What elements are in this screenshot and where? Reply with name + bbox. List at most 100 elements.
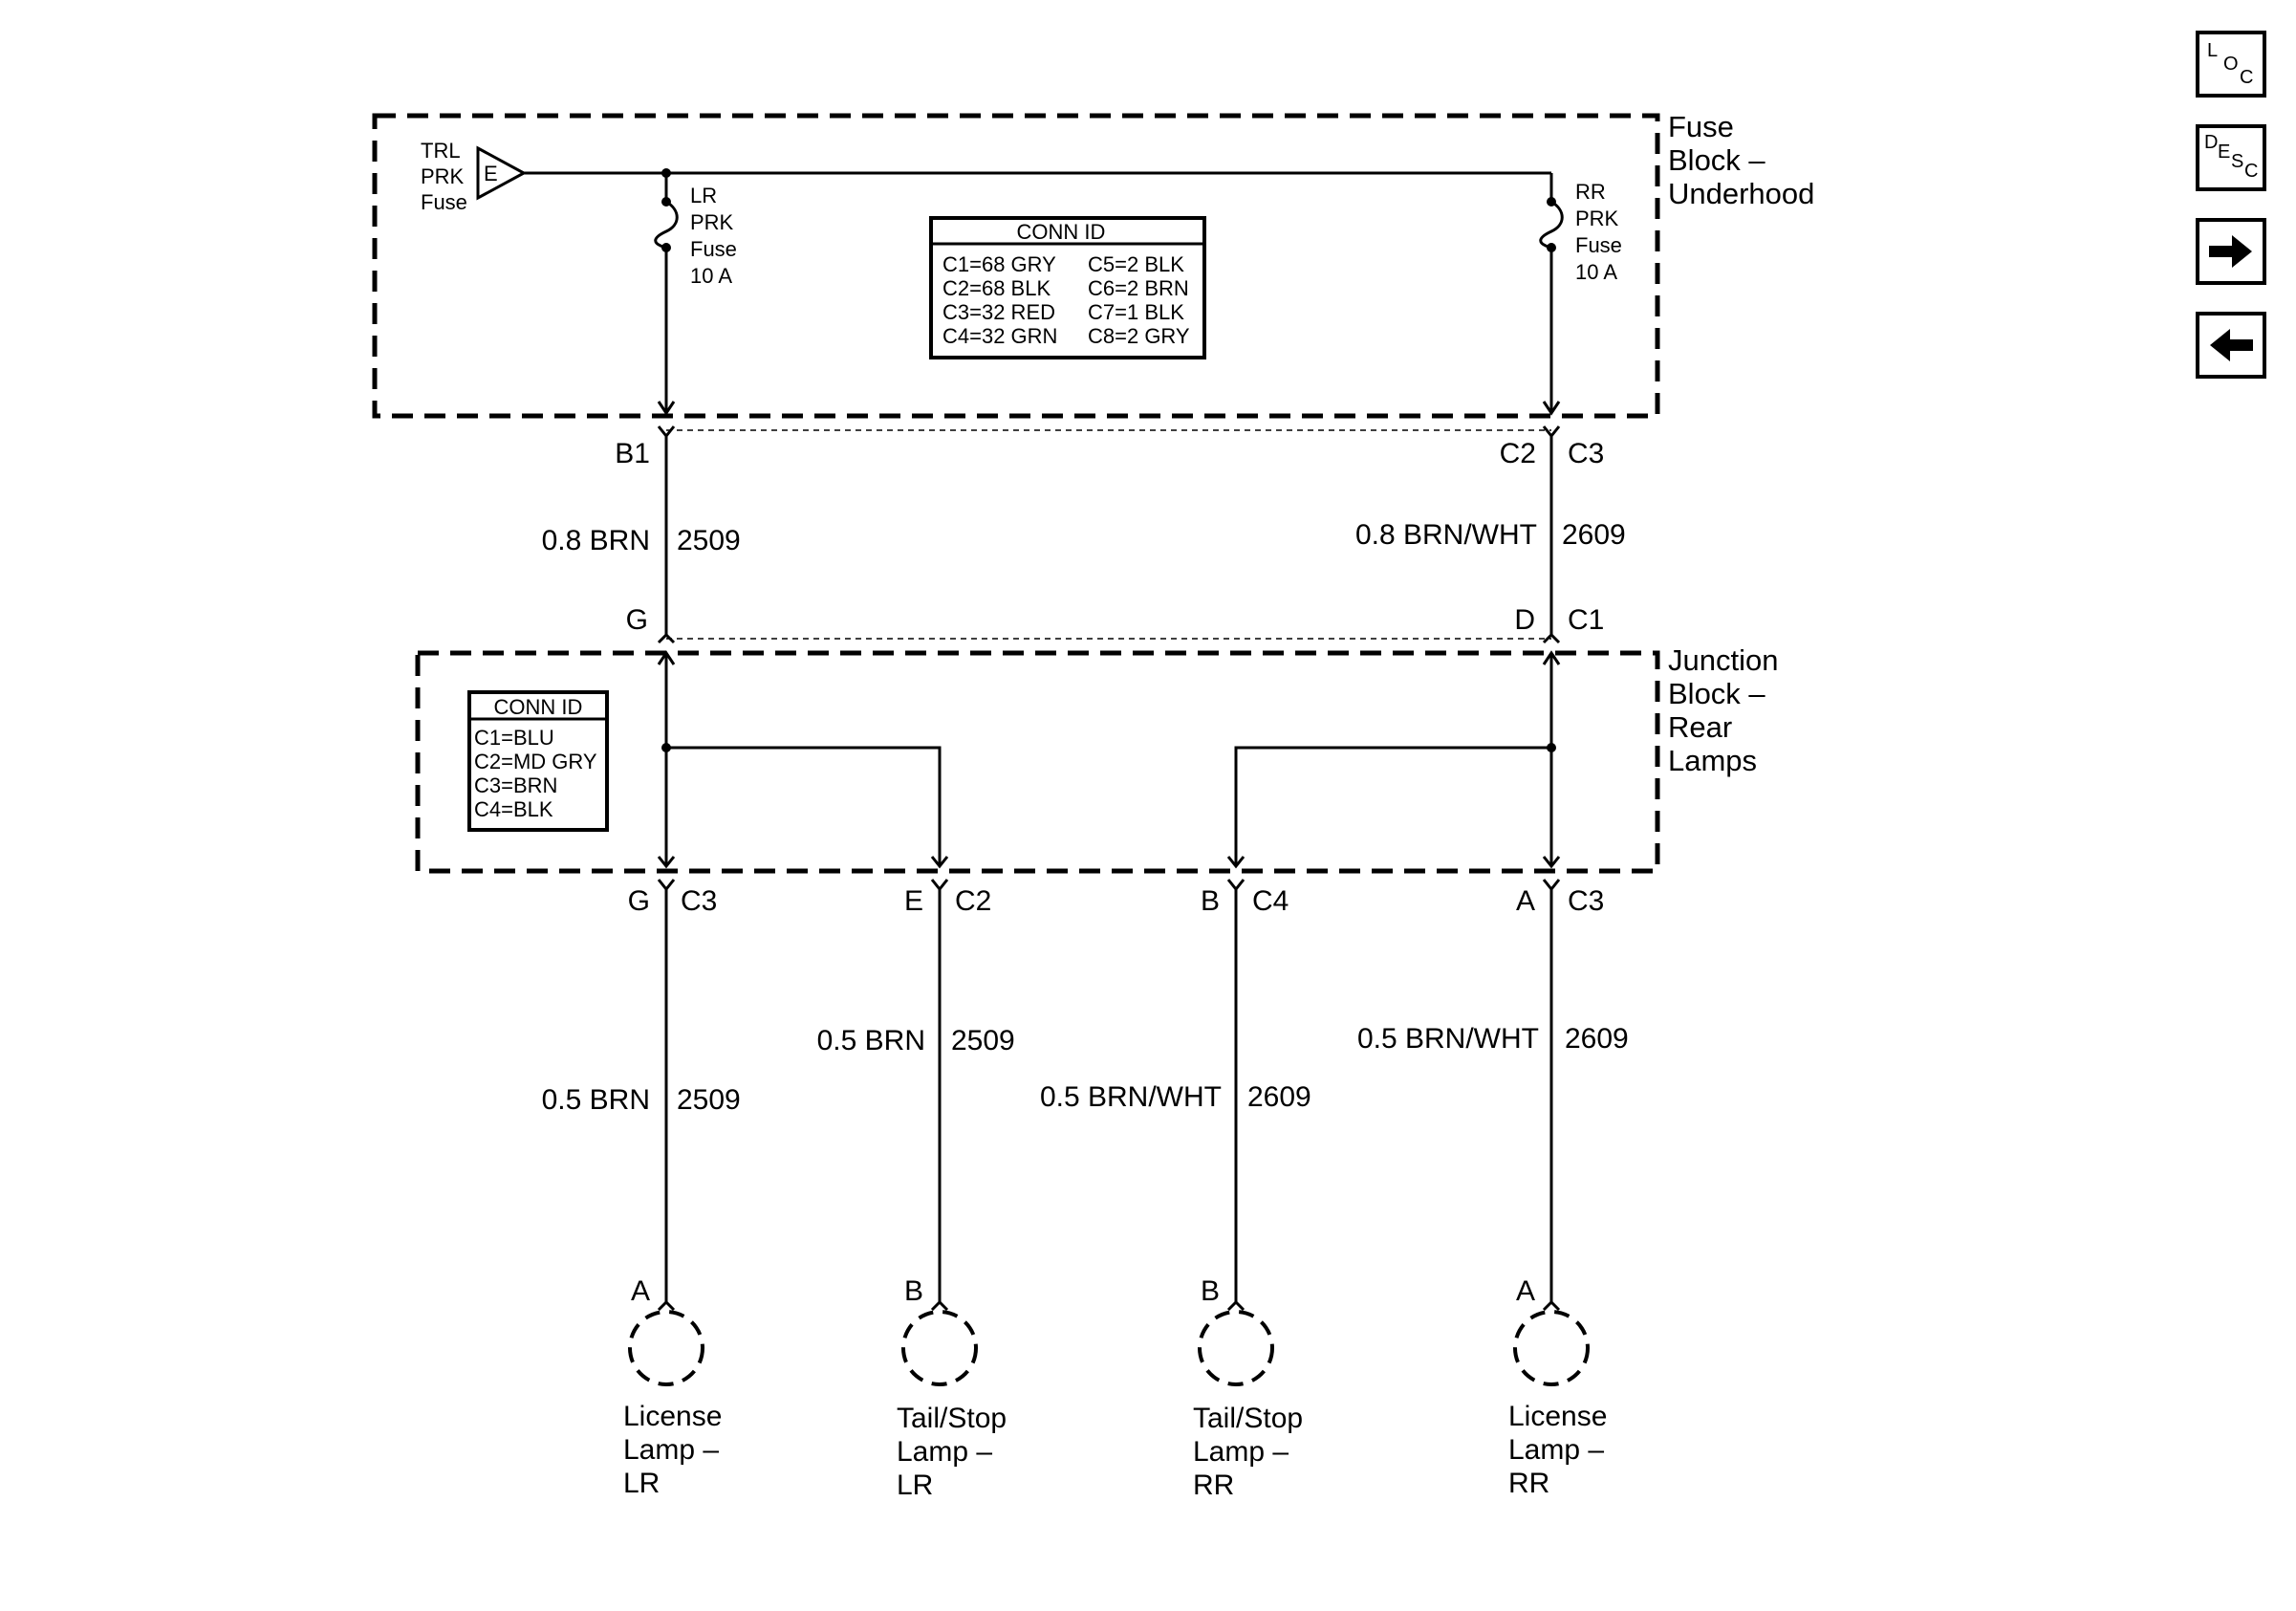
out2-lamp-terminal-icon [1226, 1299, 1245, 1312]
out0-lamp-label-1: License [623, 1401, 722, 1432]
upper-harness: B1 0.8 BRN 2509 G C2 C3 0.8 BRN/WHT 2609… [542, 425, 1626, 644]
right-upper-circuit: 2609 [1562, 519, 1626, 551]
right-upper-pin: C2 [1500, 438, 1536, 469]
out0-lamp-label-3: LR [623, 1468, 660, 1499]
right-upper-connector: C3 [1568, 438, 1604, 469]
out2-circuit: 2609 [1247, 1081, 1311, 1113]
jb-out-a-arrow-icon [1542, 856, 1561, 869]
jb-left-branch [666, 746, 942, 866]
loc-letter-c: C [2240, 67, 2254, 88]
out3-pin: A [1516, 885, 1535, 917]
out1-lamp-label-2: Lamp – [897, 1436, 992, 1468]
supply-label-2: PRK [421, 164, 465, 188]
out0-lamp-pin: A [631, 1275, 650, 1307]
previous-page-button[interactable] [2196, 312, 2266, 379]
jb-conn-table-header: CONN ID [494, 695, 583, 719]
right-arrow-icon [2209, 235, 2252, 268]
jb-conn-c2: C2=MD GRY [474, 750, 597, 773]
lr-arrow-icon [657, 401, 676, 416]
location-button[interactable]: L O C [2196, 31, 2266, 98]
right-lower-pin: D [1514, 604, 1535, 636]
fuse-conn-c5: C5=2 BLK [1088, 252, 1184, 276]
tailstop-lamp-rr-icon [1198, 1310, 1274, 1386]
out0-pin: G [628, 885, 650, 917]
jb-out-e-arrow-icon [930, 856, 949, 869]
rr-arrow-icon [1542, 401, 1561, 416]
out1-pin: E [904, 885, 923, 917]
lr-fuse-label-4: 10 A [690, 264, 732, 288]
fuse-block-title-2: Block – [1668, 143, 1765, 177]
jb-conn-c3: C3=BRN [474, 773, 557, 797]
right-upper-terminal-icon [1542, 425, 1561, 439]
out2-lamp-pin: B [1201, 1275, 1220, 1307]
rr-fuse-label-3: Fuse [1575, 233, 1622, 257]
out2-gauge-color: 0.5 BRN/WHT [1040, 1081, 1222, 1113]
fuse-block-title-1: Fuse [1668, 110, 1734, 143]
output-circuit-tailstop-lr: E C2 0.5 BRN 2509 B Tail/Stop Lamp – LR [817, 879, 1015, 1501]
out1-connector: C2 [955, 885, 991, 917]
license-lamp-lr-icon [628, 1310, 704, 1386]
junction-block-rear-lamps: Junction Block – Rear Lamps CONN ID C1=B… [415, 643, 1778, 874]
out0-gauge-color: 0.5 BRN [542, 1084, 650, 1116]
fuse-conn-c2: C2=68 BLK [942, 276, 1051, 300]
out1-circuit: 2509 [951, 1025, 1015, 1056]
fuse-conn-table-border [929, 216, 1206, 359]
out1-lamp-pin: B [904, 1275, 923, 1307]
out0-terminal-icon [657, 879, 676, 892]
junction-block-title-1: Junction [1668, 643, 1778, 677]
out1-gauge-color: 0.5 BRN [817, 1025, 925, 1056]
out3-gauge-color: 0.5 BRN/WHT [1357, 1023, 1539, 1055]
junction-block-title-4: Lamps [1668, 744, 1757, 777]
left-upper-circuit: 2509 [677, 525, 741, 556]
desc-letter-c: C [2244, 161, 2259, 182]
out3-lamp-pin: A [1516, 1275, 1535, 1307]
out3-connector: C3 [1568, 885, 1604, 917]
supply-triangle-icon [476, 145, 528, 201]
tailstop-lamp-lr-icon [901, 1310, 978, 1386]
out2-connector: C4 [1252, 885, 1289, 917]
fuse-conn-c1: C1=68 GRY [942, 252, 1056, 276]
left-arrow-icon [2210, 329, 2253, 361]
loc-letter-o: O [2223, 54, 2239, 75]
desc-letter-e: E [2218, 142, 2231, 163]
out2-lamp-label-2: Lamp – [1193, 1436, 1289, 1468]
output-circuit-license-rr: A C3 0.5 BRN/WHT 2609 A License Lamp – R… [1357, 879, 1629, 1499]
left-lower-pin: G [626, 604, 648, 636]
fuse-conn-c6: C6=2 BRN [1088, 276, 1189, 300]
jb-conn-c1: C1=BLU [474, 726, 554, 750]
out2-lamp-label-3: RR [1193, 1469, 1234, 1501]
left-lower-terminal-icon [657, 632, 676, 644]
left-upper-gauge-color: 0.8 BRN [542, 525, 650, 556]
out1-terminal-icon [930, 879, 949, 892]
jb-right-branch [1234, 746, 1551, 866]
jb-conn-c4: C4=BLK [474, 797, 553, 821]
right-upper-gauge-color: 0.8 BRN/WHT [1355, 519, 1537, 551]
rr-fuse-icon [1539, 200, 1564, 250]
description-button[interactable]: D E S C [2196, 124, 2266, 191]
license-lamp-rr-icon [1513, 1310, 1590, 1386]
lr-fuse-icon [654, 200, 679, 250]
out1-lamp-terminal-icon [930, 1299, 949, 1312]
supply-label-1: TRL [421, 139, 461, 163]
rr-fuse-label-4: 10 A [1575, 260, 1617, 284]
fuse-conn-c7: C7=1 BLK [1088, 300, 1184, 324]
out2-terminal-icon [1226, 879, 1245, 892]
next-page-button[interactable] [2196, 218, 2266, 285]
out3-circuit: 2609 [1565, 1023, 1629, 1055]
supply-label-3: Fuse [421, 190, 467, 214]
out1-lamp-label-1: Tail/Stop [897, 1403, 1007, 1434]
fuse-conn-c8: C8=2 GRY [1088, 324, 1190, 348]
jb-conn-table-border [467, 690, 609, 832]
junction-block-title-2: Block – [1668, 677, 1765, 710]
out0-lamp-label-2: Lamp – [623, 1434, 719, 1466]
left-upper-pin: B1 [615, 438, 650, 469]
fuse-block-conn-id-table: CONN ID C1=68 GRY C2=68 BLK C3=32 RED C4… [929, 216, 1206, 359]
left-upper-terminal-icon [657, 425, 676, 439]
fuse-conn-table-header: CONN ID [1017, 220, 1106, 244]
supply-symbol: E [484, 162, 498, 185]
fuse-conn-c3: C3=32 RED [942, 300, 1055, 324]
out3-lamp-label-1: License [1508, 1401, 1607, 1432]
out3-lamp-label-2: Lamp – [1508, 1434, 1604, 1466]
out2-pin: B [1201, 885, 1220, 917]
